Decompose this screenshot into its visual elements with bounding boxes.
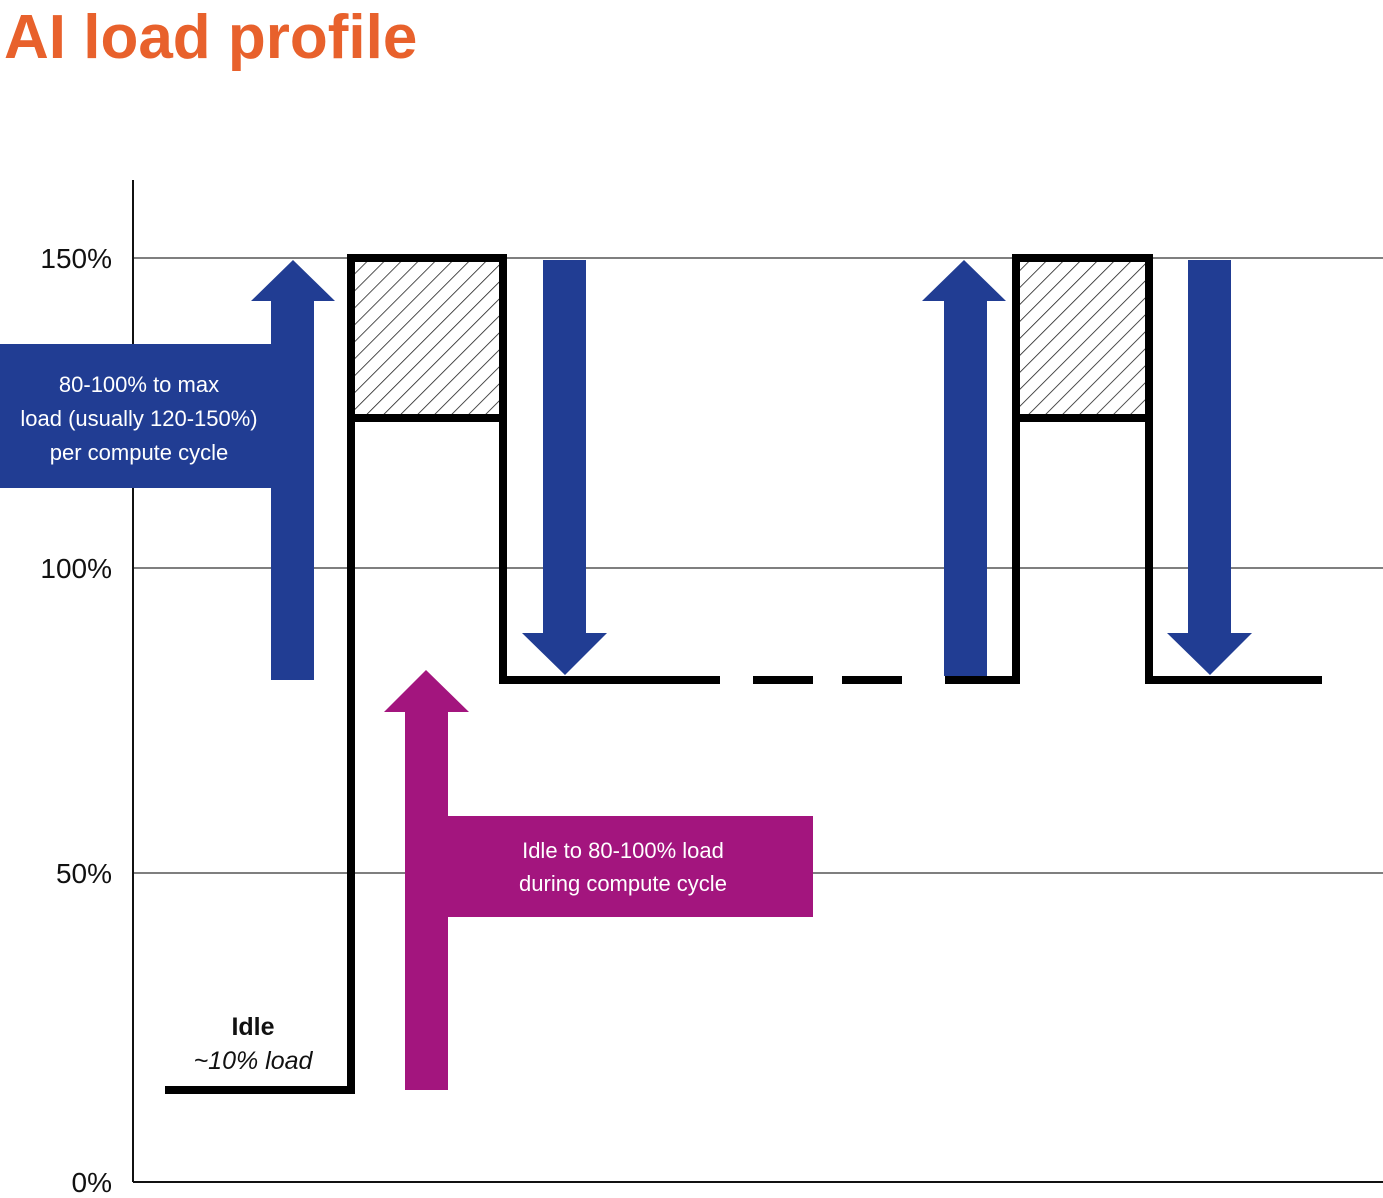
blue-down-arrow-1 <box>522 260 607 675</box>
peak-box-2 <box>1012 254 1153 422</box>
idle-label-title: Idle <box>231 1013 274 1041</box>
peak-box-1 <box>347 254 507 422</box>
y-tick-label-50: 50% <box>56 858 112 889</box>
blue-up-arrow-1 <box>251 260 335 680</box>
chart-title: AI load profile <box>4 3 418 72</box>
y-tick-label-0: 0% <box>72 1167 112 1198</box>
blue-callout-box <box>0 344 271 488</box>
blue-callout-line-2: load (usually 120-150%) <box>20 406 257 431</box>
magenta-callout-box <box>405 816 813 917</box>
idle-label-subtitle: ~10% load <box>194 1047 314 1075</box>
blue-up-arrow-2 <box>922 260 1006 676</box>
blue-callout-line-1: 80-100% to max <box>59 372 219 397</box>
blue-callout-line-3: per compute cycle <box>50 440 229 465</box>
y-tick-label-100: 100% <box>40 553 112 584</box>
magenta-callout-line-2: during compute cycle <box>519 871 727 896</box>
blue-down-arrow-2 <box>1167 260 1252 675</box>
magenta-callout-line-1: Idle to 80-100% load <box>522 838 724 863</box>
load-line-cycle-1 <box>165 254 720 1094</box>
y-tick-label-150: 150% <box>40 243 112 274</box>
load-line-cycle-2 <box>945 254 1322 684</box>
